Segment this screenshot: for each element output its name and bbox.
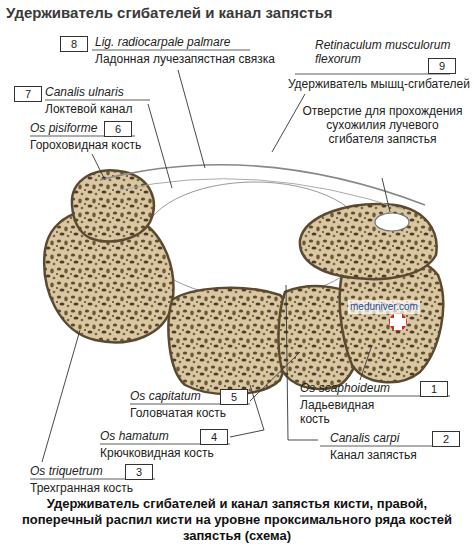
carpal-bones	[44, 170, 443, 394]
title: Удерживатель сгибателей и канал запястья	[0, 4, 474, 22]
russian-term: Канал запястья	[330, 448, 417, 462]
russian-term: Трехгранная кость	[30, 481, 133, 495]
callout-number: 8	[60, 36, 88, 52]
callout-number: 1	[420, 381, 448, 397]
latin-term: Os triquetrum	[30, 464, 103, 478]
watermark: meduniver.com	[348, 300, 420, 314]
callout-number: 9	[428, 58, 456, 74]
callout-number: 6	[104, 121, 132, 137]
russian-term: Гороховидная кость	[30, 138, 141, 152]
note-label: Отверстие для прохождения сухожилия луче…	[300, 104, 465, 146]
latin-term: Lig. radiocarpale palmare	[95, 35, 230, 49]
russian-term: Ладонная лучезапястная связка	[95, 52, 275, 66]
russian-term: Удерживатель мышц-сгибателей	[288, 77, 470, 91]
russian-term: Головчатая кость	[130, 406, 226, 420]
callout-number: 3	[125, 464, 153, 480]
latin-term: Os pisiforme	[30, 121, 97, 135]
russian-term: Ладьевидная кость	[300, 398, 400, 426]
latin-term: Os capitatum	[130, 389, 201, 403]
callout-number: 7	[14, 86, 42, 102]
russian-term: Крючковидная кость	[100, 446, 214, 460]
latin-term: Canalis carpi	[330, 431, 399, 445]
latin-term: Canalis ulnaris	[45, 85, 124, 99]
caption: Удерживатель сгибателей и канал запястья…	[20, 496, 454, 544]
latin-term: Os scaphoideum	[300, 381, 390, 395]
callout-number: 2	[432, 431, 460, 447]
latin-term: Os hamatum	[100, 429, 169, 443]
russian-term: Локтевой канал	[45, 102, 132, 116]
callout-number: 5	[220, 389, 248, 405]
callout-number: 4	[200, 429, 228, 445]
